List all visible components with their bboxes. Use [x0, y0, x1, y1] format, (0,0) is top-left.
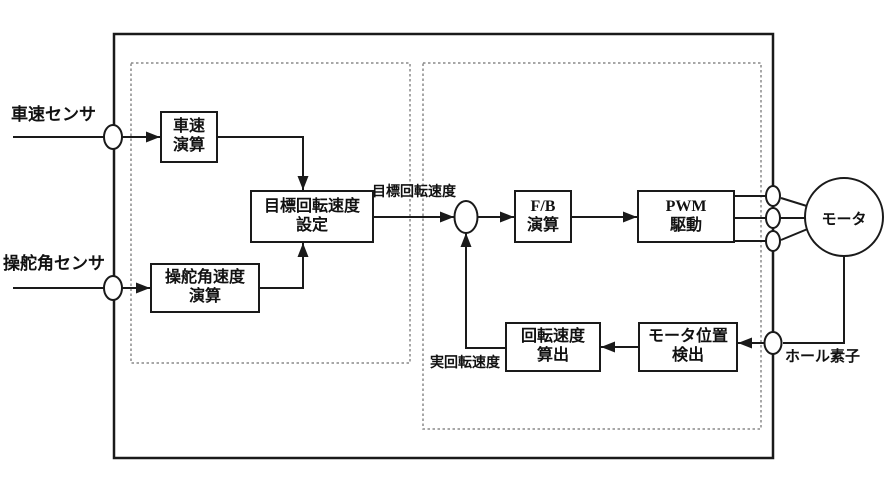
- terminal-vehicle-speed: [103, 124, 123, 150]
- block-pwm-drive-line2: 駆動: [669, 216, 702, 234]
- terminal-phase-2: [765, 207, 781, 229]
- controller-boundary-box: [112, 32, 775, 460]
- block-vehicle-speed-calc-line1: 車速: [172, 118, 205, 136]
- actual-speed-feedback-wire: [460, 233, 505, 349]
- motor-lead-3: [780, 227, 811, 241]
- hall-feedback-wire: [783, 256, 845, 344]
- motor-circle: [804, 177, 884, 257]
- block-rotation-speed-calc-line2: 算出: [536, 347, 569, 364]
- block-vehicle-speed-calc: 車速 演算: [160, 111, 218, 163]
- block-motor-position-detect-line1: モータ位置: [647, 328, 728, 346]
- motor-lead-1: [780, 197, 811, 208]
- terminal-steering-angle: [103, 275, 123, 301]
- block-target-speed-setting-line2: 設定: [295, 216, 328, 234]
- block-motor-position-detect: モータ位置 検出: [638, 322, 738, 372]
- steering-angle-sensor-label: 操舵角センサ: [3, 254, 105, 274]
- block-target-speed-setting-line1: 目標回転速度: [263, 197, 360, 215]
- summing-junction: [453, 200, 479, 234]
- steering-rate-to-target-wire: [260, 243, 309, 289]
- terminal-phase-3: [765, 230, 781, 252]
- block-pwm-drive-line1: PWM: [665, 197, 707, 215]
- vehicle-speed-sensor-label: 車速センサ: [11, 105, 96, 125]
- block-pwm-drive: PWM 駆動: [637, 190, 735, 243]
- block-feedback-calc-line2: 演算: [526, 216, 559, 234]
- block-feedback-calc-line1: F/B: [530, 197, 556, 215]
- block-vehicle-speed-calc-line2: 演算: [172, 137, 205, 154]
- motor-label: モータ: [821, 210, 867, 228]
- block-steering-rate-calc-line2: 演算: [188, 288, 221, 305]
- block-target-speed-setting: 目標回転速度 設定: [250, 190, 374, 243]
- block-feedback-calc: F/B 演算: [514, 190, 572, 243]
- terminal-phase-1: [765, 185, 781, 207]
- block-motor-position-detect-line2: 検出: [671, 347, 704, 364]
- vehicle-speed-to-target-wire: [218, 136, 309, 190]
- block-rotation-speed-calc-line1: 回転速度: [520, 328, 585, 346]
- actual-rotation-speed-label: 実回転速度: [430, 355, 500, 371]
- block-rotation-speed-calc: 回転速度 算出: [505, 322, 601, 372]
- terminal-hall: [763, 331, 783, 355]
- target-rotation-speed-label: 目標回転速度: [372, 184, 456, 200]
- block-steering-rate-calc-line1: 操舵角速度: [164, 269, 245, 287]
- block-steering-rate-calc: 操舵角速度 演算: [150, 263, 260, 313]
- hall-element-label: ホール素子: [785, 347, 861, 365]
- dashed-module-right: [422, 62, 762, 430]
